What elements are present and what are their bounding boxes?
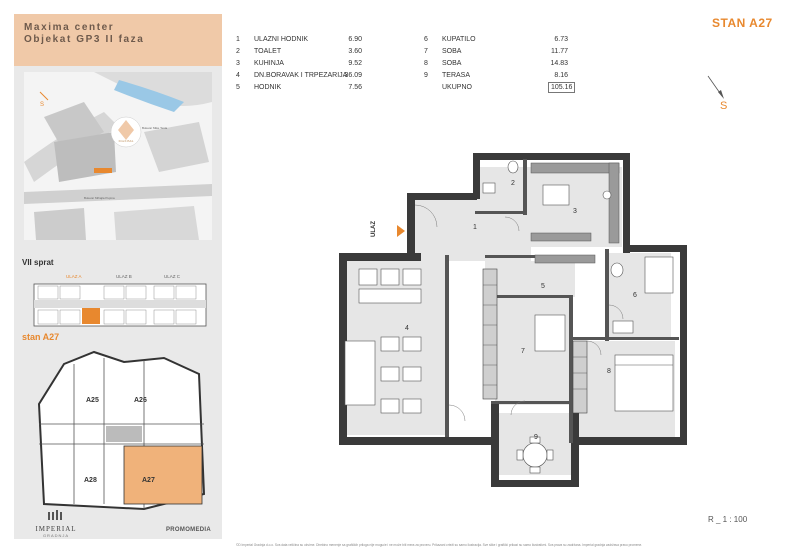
total-area-box: 105.16 bbox=[548, 82, 576, 93]
imperial-logo-icon bbox=[48, 510, 62, 520]
project-phase: Objekat GP3 II faza bbox=[24, 34, 145, 45]
promomedia-label: PROMOMEDIA bbox=[166, 527, 211, 533]
unit-key-plan: A25 A26 A28 A27 bbox=[24, 344, 212, 514]
room-area: 8.16 bbox=[554, 72, 568, 79]
table-row: 4 DN.BORAVAK I TRPEZARIJA 36.09 bbox=[236, 70, 362, 82]
unit-tag-a27: A27 bbox=[142, 477, 155, 484]
map-logo-text: MAXIMA bbox=[119, 139, 134, 143]
room-number: 8 bbox=[424, 60, 428, 67]
map-street-pupina: Bulevar Mihajla Pupina bbox=[84, 196, 115, 200]
room-area: 6.90 bbox=[348, 36, 362, 43]
room-label-9: 9 bbox=[534, 434, 538, 441]
room-name: SOBA bbox=[442, 60, 462, 67]
unit-tag-a26: A26 bbox=[134, 397, 147, 404]
room-name: SOBA bbox=[442, 48, 462, 55]
room-number: 2 bbox=[236, 48, 240, 55]
table-row: 6 KUPATILO 6.73 bbox=[424, 34, 570, 46]
room-name: HODNIK bbox=[254, 84, 282, 91]
entrance-label: ULAZ bbox=[371, 221, 377, 237]
room-area: 7.56 bbox=[348, 84, 362, 91]
imperial-logo-sub: GRADNJA bbox=[42, 533, 70, 538]
entry-b-label: ULAZ B bbox=[116, 274, 132, 279]
entry-a-label: ULAZ A bbox=[66, 274, 82, 279]
room-name: TERASA bbox=[442, 72, 471, 79]
room-area: 3.60 bbox=[348, 48, 362, 55]
room-label-3: 3 bbox=[573, 208, 577, 215]
table-row: 3 KUHINJA 9.52 bbox=[236, 58, 362, 70]
room-label-2: 2 bbox=[511, 180, 515, 187]
room-area: 9.52 bbox=[348, 60, 362, 67]
room-number: 5 bbox=[236, 84, 240, 91]
imperial-logo-name: IMPERIAL bbox=[35, 525, 77, 533]
room-label-7: 7 bbox=[521, 348, 525, 355]
disclaimer-footer: ©D Imperial Gradnja d.o.o. Sva data veli… bbox=[236, 543, 643, 547]
compass-icon bbox=[707, 75, 724, 99]
room-name: DN.BORAVAK I TRPEZARIJA bbox=[254, 72, 348, 79]
room-number: 3 bbox=[236, 60, 240, 67]
room-label-1: 1 bbox=[473, 224, 477, 231]
room-number: 4 bbox=[236, 72, 240, 79]
room-name: TOALET bbox=[254, 48, 282, 55]
project-sidebar: Maxima center Objekat GP3 II faza MAXIMA… bbox=[14, 14, 222, 539]
room-area: 14.83 bbox=[550, 60, 568, 67]
floor-mini-plan: ULAZ A ULAZ B ULAZ C bbox=[24, 270, 212, 332]
room-area: 11.77 bbox=[551, 48, 568, 55]
table-row: 5 HODNIK 7.56 bbox=[236, 82, 362, 94]
project-name: Maxima center bbox=[24, 22, 115, 33]
table-row: 8 SOBA 14.83 bbox=[424, 58, 570, 70]
map-street-tesla: Bulevar Mike Tesla bbox=[142, 126, 167, 130]
room-label-6: 6 bbox=[633, 292, 637, 299]
entry-c-label: ULAZ C bbox=[164, 274, 181, 279]
map-south-label: S bbox=[40, 102, 44, 108]
imperial-logo: IMPERIAL GRADNJA bbox=[26, 507, 86, 538]
room-label-4: 4 bbox=[405, 325, 409, 332]
location-map-drawing: MAXIMA S Bulevar Mihajla Pupina Bulevar … bbox=[24, 72, 212, 240]
room-name: KUPATILO bbox=[442, 36, 476, 43]
room-name: ULAZNI HODNIK bbox=[254, 36, 309, 43]
table-row-total: UKUPNO bbox=[424, 82, 570, 94]
room-label-5: 5 bbox=[541, 283, 545, 290]
table-row: 9 TERASA 8.16 bbox=[424, 70, 570, 82]
table-row: 7 SOBA 11.77 bbox=[424, 46, 570, 58]
compass-south-label: S bbox=[720, 100, 728, 112]
unit-tag-a28: A28 bbox=[84, 477, 97, 484]
room-number: 1 bbox=[236, 36, 240, 43]
room-area: 6.73 bbox=[554, 36, 568, 43]
project-title-box: Maxima center Objekat GP3 II faza bbox=[14, 14, 222, 66]
apartment-floor-plan: ULAZ 1 2 3 4 5 6 7 8 9 bbox=[325, 145, 697, 490]
room-number: 7 bbox=[424, 48, 428, 55]
room-number: 9 bbox=[424, 72, 428, 79]
unit-tag-a25: A25 bbox=[86, 397, 99, 404]
room-area: 36.09 bbox=[344, 72, 362, 79]
unit-label: stan A27 bbox=[22, 332, 60, 342]
scale-label: R _ 1 : 100 bbox=[708, 515, 748, 524]
total-label: UKUPNO bbox=[442, 84, 472, 91]
floor-label: VII sprat bbox=[22, 258, 54, 267]
table-row: 1 ULAZNI HODNIK 6.90 bbox=[236, 34, 362, 46]
floor-plan-drawing: ULAZ 1 2 3 4 5 6 7 8 9 bbox=[339, 153, 687, 487]
location-map: MAXIMA S Bulevar Mihajla Pupina Bulevar … bbox=[24, 72, 212, 240]
table-row: 2 TOALET 3.60 bbox=[236, 46, 362, 58]
unit-title: STAN A27 bbox=[712, 16, 773, 30]
room-name: KUHINJA bbox=[254, 60, 284, 67]
room-label-8: 8 bbox=[607, 368, 611, 375]
room-number: 6 bbox=[424, 36, 428, 43]
